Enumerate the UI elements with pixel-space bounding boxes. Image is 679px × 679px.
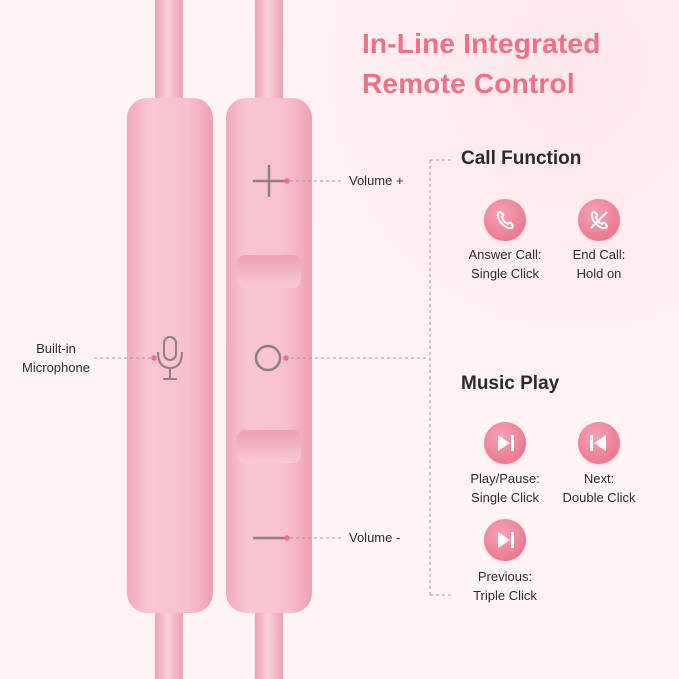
volume-down-label: Volume - bbox=[349, 530, 401, 545]
end-call-line-2: Hold on bbox=[576, 266, 622, 281]
answer-call-line-1: Answer Call: bbox=[468, 247, 542, 262]
play-pause-label: Play/Pause: Single Click bbox=[455, 469, 555, 507]
previous-line-1: Previous: bbox=[477, 569, 533, 584]
microphone-icon bbox=[157, 336, 183, 380]
mic-remote-body bbox=[127, 98, 213, 613]
title-line-1: In-Line Integrated bbox=[362, 28, 601, 59]
leader-dot-volume-down bbox=[284, 535, 290, 541]
play-pause-line-2: Single Click bbox=[471, 490, 539, 505]
end-call-line-1: End Call: bbox=[572, 247, 626, 262]
page-title: In-Line Integrated Remote Control bbox=[362, 24, 662, 104]
next-line-1: Next: bbox=[583, 471, 615, 486]
next-line-2: Double Click bbox=[562, 490, 636, 505]
answer-call-line-2: Single Click bbox=[471, 266, 539, 281]
left-cable-top bbox=[155, 0, 183, 110]
leader-dot-volume-up bbox=[284, 178, 290, 184]
volume-up-button[interactable] bbox=[253, 165, 285, 197]
play-pause-line-1: Play/Pause: bbox=[470, 471, 540, 486]
control-remote-body bbox=[226, 98, 312, 613]
multifunction-button[interactable] bbox=[254, 344, 282, 372]
mic-label-line-1: Built-in bbox=[36, 341, 76, 356]
remote-notch-upper bbox=[237, 255, 301, 288]
music-play-heading: Music Play bbox=[461, 373, 560, 394]
leader-dot-center bbox=[283, 355, 289, 361]
title-line-2: Remote Control bbox=[362, 68, 575, 99]
phone-hangup-icon bbox=[578, 199, 620, 241]
volume-up-label: Volume + bbox=[349, 173, 404, 188]
skip-back-icon bbox=[578, 422, 620, 464]
right-cable-top bbox=[255, 0, 283, 110]
next-label: Next: Double Click bbox=[549, 469, 649, 507]
answer-call-label: Answer Call: Single Click bbox=[455, 245, 555, 283]
previous-icon bbox=[484, 519, 526, 561]
previous-line-2: Triple Click bbox=[473, 588, 537, 603]
phone-icon bbox=[484, 199, 526, 241]
remote-notch-lower bbox=[237, 430, 301, 463]
call-function-heading: Call Function bbox=[461, 148, 582, 169]
leader-dot-mic bbox=[151, 355, 157, 361]
leader-lines bbox=[94, 159, 452, 596]
mic-label-line-2: Microphone bbox=[22, 360, 90, 375]
play-pause-icon bbox=[484, 422, 526, 464]
mic-label: Built-in Microphone bbox=[14, 339, 98, 377]
end-call-label: End Call: Hold on bbox=[556, 245, 642, 283]
previous-label: Previous: Triple Click bbox=[455, 567, 555, 605]
